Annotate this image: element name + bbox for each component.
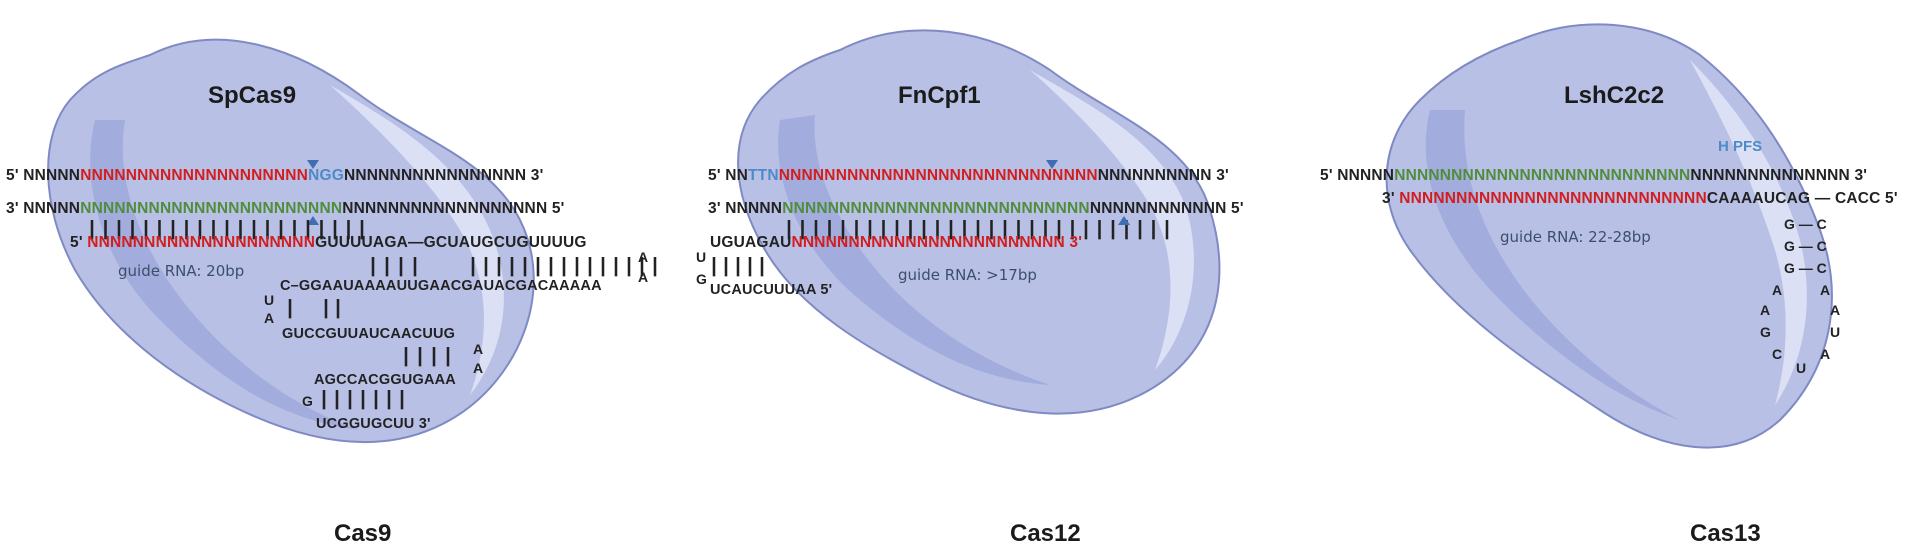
cas13-loop-left-4: C — [1772, 346, 1783, 362]
cas12-hairpin-line: UCAUCUUUAA 5' — [710, 282, 833, 298]
cas9-protein-shape — [47, 38, 535, 444]
cas9-stem-line-4: AGCCACGGUGAAA — [314, 372, 456, 388]
cas9-stem-ticks-b: ||||||||||||||| — [467, 256, 663, 279]
cas9-ua-a: A — [264, 310, 275, 326]
cas12-hairpin-g: G — [696, 271, 707, 287]
cas13-loop-right-3: U — [1830, 324, 1841, 340]
cas9-family-label: Cas9 — [334, 520, 392, 547]
cas9-g-bulge: G — [302, 393, 313, 409]
cas9-protein-name: SpCas9 — [208, 82, 297, 109]
cas9-cut-site-marker-top — [307, 160, 319, 169]
cas13-pfs-label: H PFS — [1718, 138, 1763, 155]
cas13-loop-bottom: U — [1796, 360, 1807, 376]
cas9-loop-top-a2: A — [638, 269, 649, 285]
cas9-loop-top-a1: A — [638, 249, 649, 265]
cas13-protein-shape — [1385, 23, 1833, 449]
cas9-stem-ticks-c: | || — [284, 298, 345, 321]
cas9-loop2-a2: A — [473, 360, 484, 376]
cas13-guide-rna-strand: 3' NNNNNNNNNNNNNNNNNNNNNNNNNNNCAAAAUCAG … — [1382, 190, 1898, 207]
cas13-target-rna-top-strand: 5' NNNNNNNNNNNNNNNNNNNNNNNNNNNNNNNNNNNNN… — [1320, 167, 1868, 184]
cas12-hairpin-u: U — [696, 249, 707, 265]
cas9-guide-rna-note: guide RNA: 20bp — [118, 262, 245, 280]
cas9-stem-ticks-a: |||| — [367, 256, 424, 279]
cas12-protein-name: FnCpf1 — [898, 82, 981, 109]
cas13-loop-right-4: A — [1820, 346, 1831, 362]
cas12-target-dna-top-strand: 5' NNTTNNNNNNNNNNNNNNNNNNNNNNNNNNNNNNNNN… — [708, 167, 1229, 184]
cas12-guide-rna-strand: UGUAGAUNNNNNNNNNNNNNNNNNNNNNNNN 3' — [710, 234, 1083, 251]
cas13-guide-rna-note: guide RNA: 22-28bp — [1500, 228, 1651, 246]
cas12-pairing-ticks: ||||||||||||||||||||||||||||| — [783, 219, 1175, 242]
cas13-family-label: Cas13 — [1690, 520, 1761, 547]
cas9-guide-rna-strand: 5' NNNNNNNNNNNNNNNNNNNNGUUUUAGA—GCUAUGCU… — [70, 234, 587, 251]
cas9-pairing-ticks: ||||||||||||||||||||| — [86, 219, 370, 242]
cas12-cut-site-marker-bottom — [1118, 216, 1130, 225]
cas9-loop2-a1: A — [473, 341, 484, 357]
cas12-panel: FnCpf1 5' NNTTNNNNNNNNNNNNNNNNNNNNNNNNNN… — [690, 0, 1330, 549]
cas9-ua-u: U — [264, 292, 275, 308]
cas13-loop-left-3: G — [1760, 324, 1771, 340]
cas13-stem-pair-2: G — C — [1784, 238, 1827, 254]
cas9-stem-line-5: UCGGUGCUU 3' — [316, 416, 431, 432]
cas13-panel: LshC2c2 H PFS 5' NNNNNNNNNNNNNNNNNNNNNNN… — [1320, 0, 1930, 549]
cas9-panel: SpCas9 5' NNNNNNNNNNNNNNNNNNNNNNNNNNGGNN… — [0, 0, 661, 549]
cas12-cut-site-marker-top — [1046, 160, 1058, 169]
cas9-target-dna-top-strand: 5' NNNNNNNNNNNNNNNNNNNNNNNNNNGGNNNNNNNNN… — [6, 167, 544, 184]
cas9-stem-line-3: GUCCGUUAUCAACUUG — [282, 326, 456, 342]
cas13-loop-right-2: A — [1830, 302, 1841, 318]
cas13-loop-right-1: A — [1820, 282, 1831, 298]
cas13-stem-pair-1: G — C — [1784, 216, 1827, 232]
cas9-stem-ticks-e: ||||||| — [318, 389, 410, 412]
cas13-loop-left-2: A — [1760, 302, 1771, 318]
cas12-guide-rna-note: guide RNA: >17bp — [898, 266, 1037, 284]
cas13-protein-name: LshC2c2 — [1564, 82, 1665, 109]
cas9-stem-ticks-d: |||| — [400, 346, 457, 369]
cas12-hairpin-ticks: ||||| — [708, 256, 769, 279]
cas9-stem-line-2: C–GGAAUAAAAUUGAACGAUACGACAAAAA — [280, 278, 602, 294]
cas12-target-dna-bottom-strand: 3' NNNNNNNNNNNNNNNNNNNNNNNNNNNNNNNNNNNNN… — [708, 200, 1244, 217]
cas12-family-label: Cas12 — [1010, 520, 1081, 547]
cas13-loop-left-1: A — [1772, 282, 1783, 298]
cas12-protein-shape — [737, 29, 1221, 415]
cas9-cut-site-marker-bottom — [307, 216, 319, 225]
cas9-target-dna-bottom-strand: 3' NNNNNNNNNNNNNNNNNNNNNNNNNNNNNNNNNNNNN… — [6, 200, 565, 217]
cas13-stem-pair-3: G — C — [1784, 260, 1827, 276]
